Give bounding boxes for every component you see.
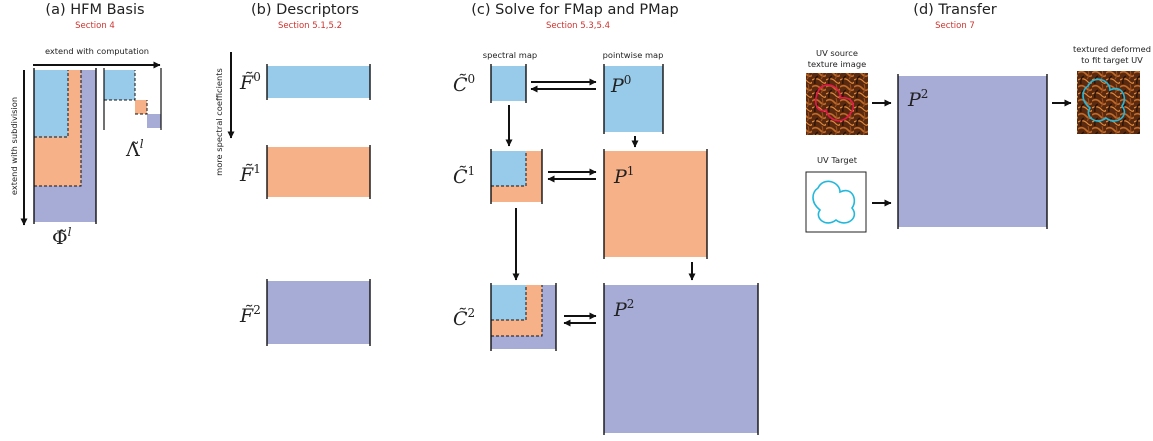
uv-source-texture-image	[806, 73, 868, 135]
lambda-label: Λ̃l	[125, 137, 144, 161]
fmap-c2-label: C̃2	[453, 306, 475, 330]
panel-d-title: (d) Transfer	[913, 2, 996, 18]
uv-target-label: UV Target	[817, 155, 858, 165]
fmap-c0-label: C̃0	[453, 72, 475, 96]
lambda-level0-block	[104, 70, 135, 100]
uv-source-label-line2: texture image	[808, 59, 866, 69]
lambda-level1-block	[135, 100, 147, 114]
pointwise-map-label: pointwise map	[603, 50, 664, 60]
fmap-c1-boundary	[491, 151, 527, 187]
descriptor-f2-block	[267, 281, 370, 344]
panel-a-section: Section 4	[75, 21, 115, 31]
phi-level0-block	[34, 70, 68, 137]
fmap-c2-boundary-0	[491, 285, 527, 321]
pmap-p0-block	[604, 66, 663, 132]
fmap-c1-inner-block	[491, 151, 526, 186]
panel-d-section: Section 7	[935, 21, 975, 31]
descriptor-f1-block	[267, 147, 370, 197]
uv-source-label-line1: UV source	[816, 48, 858, 58]
result-label-line1: textured deformed	[1073, 44, 1151, 54]
phi-label: Φ̃l	[52, 225, 72, 249]
fmap-c1-label: C̃1	[453, 164, 475, 188]
panel-c-title: (c) Solve for FMap and PMap	[471, 2, 678, 18]
result-label-line2: to fit target UV	[1081, 55, 1143, 65]
pmap-p2-label: P2	[613, 297, 634, 321]
panel-transfer: (d) Transfer Section 7 UV source texture…	[805, 2, 1151, 233]
pmap-p1-block	[604, 151, 707, 257]
panel-descriptors: (b) Descriptors Section 5.1,5.2 more spe…	[214, 2, 371, 346]
panel-solve: (c) Solve for FMap and PMap Section 5.3,…	[453, 2, 759, 435]
panel-b-title: (b) Descriptors	[251, 2, 359, 18]
transfer-p2-block	[898, 76, 1047, 227]
fmap-c2-inner-block	[491, 285, 526, 320]
descriptor-f1-label: F̃1	[239, 162, 261, 186]
panel-hfm-basis: (a) HFM Basis Section 4 extend with comp…	[9, 2, 162, 249]
pmap-p0-label: P0	[610, 73, 631, 97]
fmap-c0-block	[491, 66, 526, 101]
descriptor-f2-label: F̃2	[239, 303, 261, 327]
pmap-p2-block	[604, 285, 758, 433]
lambda-level0-boundary	[104, 70, 136, 101]
transfer-p2-label: P2	[907, 87, 928, 111]
panel-b-section: Section 5.1,5.2	[278, 21, 342, 31]
uv-target-image	[805, 171, 867, 233]
extend-subdivision-label: extend with subdivision	[9, 97, 19, 195]
lambda-level1-boundary	[135, 100, 148, 115]
spectral-map-label: spectral map	[483, 50, 537, 60]
result-deformed-texture-image	[1077, 71, 1140, 134]
spectral-coefficients-label: more spectral coefficients	[214, 68, 224, 176]
descriptor-f0-label: F̃0	[239, 70, 261, 94]
panel-c-section: Section 5.3,5.4	[546, 21, 610, 31]
extend-computation-label: extend with computation	[45, 46, 149, 56]
phi-level0-boundary	[34, 70, 69, 138]
lambda-level2-block	[147, 114, 161, 128]
fmap-c2-boundary-1	[491, 285, 543, 337]
panel-a-title: (a) HFM Basis	[45, 2, 144, 18]
pmap-p1-label: P1	[613, 164, 634, 188]
phi-level1-boundary	[34, 70, 82, 187]
descriptor-f0-block	[267, 66, 370, 98]
